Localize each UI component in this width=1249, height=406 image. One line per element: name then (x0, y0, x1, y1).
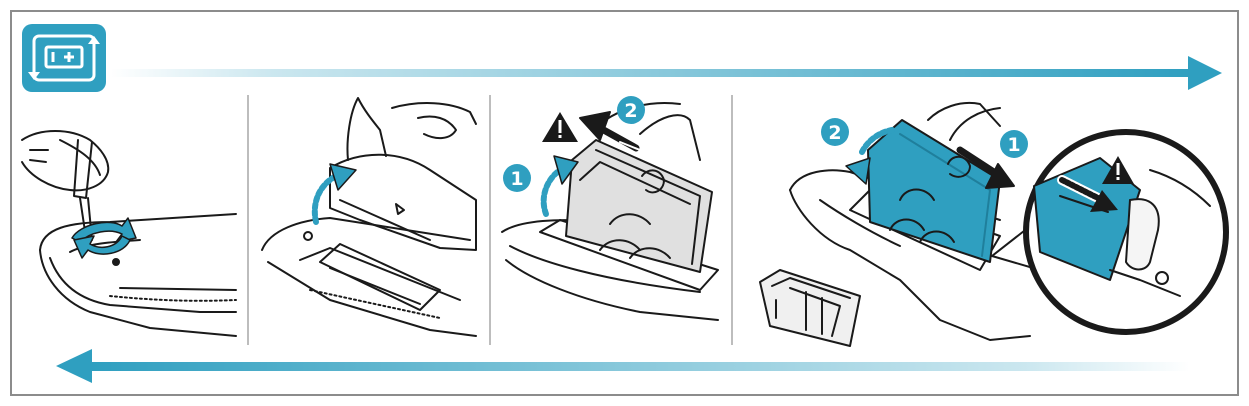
panel4-badge-2: 2 (821, 118, 849, 146)
step-4-insert-battery-panel (759, 102, 1041, 347)
svg-text:1: 1 (510, 168, 523, 190)
panel-dividers (247, 95, 733, 345)
panel4-badge-1: 1 (1000, 130, 1028, 158)
step-1-unscrew-panel (21, 130, 237, 337)
step-3-remove-battery-panel (501, 102, 719, 321)
svg-text:1: 1 (1007, 134, 1020, 156)
arrow-right-icon (110, 56, 1222, 90)
panel3-badge-1: 1 (503, 164, 531, 192)
step-2-open-cover-panel (261, 97, 477, 337)
panel3-warning-icon (542, 112, 578, 142)
panel4-zoom-detail (1023, 129, 1229, 335)
svg-text:2: 2 (624, 100, 637, 122)
battery-replace-icon (22, 24, 106, 92)
panel4-warning-icon (1102, 156, 1134, 184)
svg-text:2: 2 (828, 122, 841, 144)
panel3-badge-2: 2 (617, 96, 645, 124)
arrow-left-icon (56, 349, 1190, 383)
